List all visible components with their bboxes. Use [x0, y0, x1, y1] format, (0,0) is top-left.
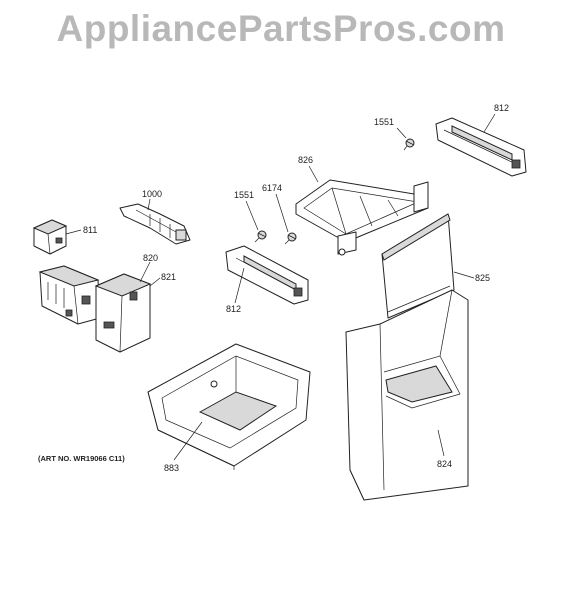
callout-6174: 6174: [262, 183, 282, 193]
part-826-frame[interactable]: [295, 179, 429, 256]
callout-1000: 1000: [142, 189, 162, 199]
callout-1551-mid: 1551: [234, 190, 254, 200]
leader-lines: [65, 113, 496, 461]
callout-826: 826: [298, 155, 313, 165]
part-icemaker-mechanism[interactable]: [38, 265, 101, 325]
part-1551-screw-mid[interactable]: [254, 230, 267, 243]
art-number: (ART NO. WR19066 C11): [38, 454, 125, 463]
part-1000-lever[interactable]: [119, 203, 191, 245]
callout-812-top: 812: [494, 103, 509, 113]
callout-820: 820: [143, 253, 158, 263]
callout-1551-top: 1551: [374, 117, 394, 127]
part-883-ice-bin[interactable]: [147, 343, 311, 470]
part-811-clip[interactable]: [32, 219, 68, 255]
part-1551-screw-top[interactable]: [403, 138, 415, 151]
callout-825: 825: [475, 273, 490, 283]
callout-812-mid: 812: [226, 304, 241, 314]
part-6174-screw[interactable]: [284, 232, 297, 245]
callout-821: 821: [161, 272, 176, 282]
part-825-door-panel[interactable]: [381, 213, 455, 319]
part-812-rail-mid[interactable]: [225, 245, 309, 305]
part-812-rail-top[interactable]: [435, 117, 527, 177]
part-821-module-housing[interactable]: [94, 273, 152, 353]
part-824-chute-cover[interactable]: [345, 289, 469, 501]
watermark-logo: AppliancePartsPros.com: [56, 8, 506, 49]
callout-824: 824: [437, 459, 452, 469]
callout-883: 883: [164, 463, 179, 473]
callout-811: 811: [83, 225, 97, 235]
